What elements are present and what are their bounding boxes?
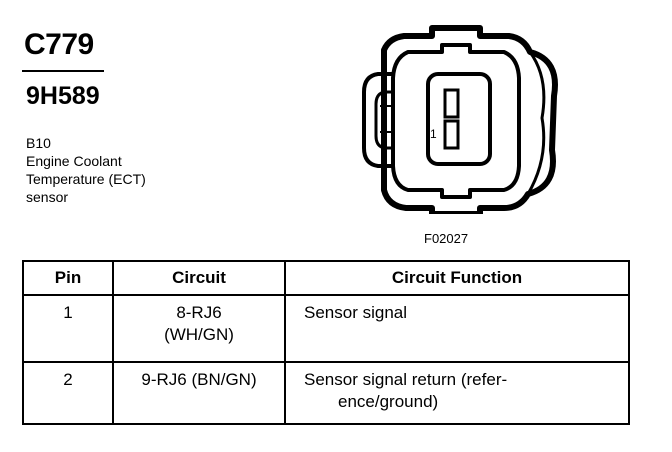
circuit-line: 9-RJ6 (BN/GN): [141, 370, 257, 389]
part-number: 9H589: [26, 82, 100, 110]
connector-id: C779: [24, 28, 94, 61]
connector-inner-body: [391, 43, 521, 199]
pin-cell: 2: [22, 361, 114, 425]
locking-tab-inner: [374, 90, 393, 150]
column-header-circuit: Circuit: [112, 260, 286, 296]
title-underline: [22, 70, 104, 72]
locking-tab-outer: [362, 72, 393, 168]
description-line: sensor: [26, 189, 69, 205]
column-header-pin: Pin: [22, 260, 114, 296]
function-line: Sensor signal return (refer-: [304, 370, 508, 389]
description-line: Temperature (ECT): [26, 171, 146, 187]
function-line: ence/ground): [338, 392, 439, 411]
keyway-guide: [526, 51, 546, 195]
function-cell: Sensor signal return (refer- ence/ground…: [284, 361, 630, 425]
circuit-line: (WH/GN): [164, 325, 234, 344]
figure-id: F02027: [424, 231, 469, 246]
table-row: 1 8-RJ6 (WH/GN) Sensor signal: [22, 294, 630, 363]
pinout-table: Pin Circuit Circuit Function 1 8-RJ6 (WH…: [22, 260, 630, 425]
connector-face-diagram: 1: [362, 25, 558, 214]
circuit-cell: 9-RJ6 (BN/GN): [112, 361, 286, 425]
pin-2-terminal: [443, 88, 460, 119]
circuit-cell: 8-RJ6 (WH/GN): [112, 294, 286, 363]
circuit-line: 8-RJ6: [176, 303, 222, 322]
table-row: 2 9-RJ6 (BN/GN) Sensor signal return (re…: [22, 361, 630, 425]
connector-outer-shell: [381, 25, 558, 214]
column-header-function: Circuit Function: [284, 260, 630, 296]
pin-1-label: 1: [430, 127, 437, 141]
pin-cell: 1: [22, 294, 114, 363]
terminal-cavity: [426, 72, 492, 166]
description-line: B10: [26, 135, 51, 151]
table-header-row: Pin Circuit Circuit Function: [22, 260, 630, 296]
description-line: Engine Coolant: [26, 153, 122, 169]
function-cell: Sensor signal: [284, 294, 630, 363]
pin-1-terminal: [443, 119, 460, 150]
component-description: B10 Engine Coolant Temperature (ECT) sen…: [26, 134, 146, 206]
function-line: Sensor signal: [304, 303, 408, 322]
